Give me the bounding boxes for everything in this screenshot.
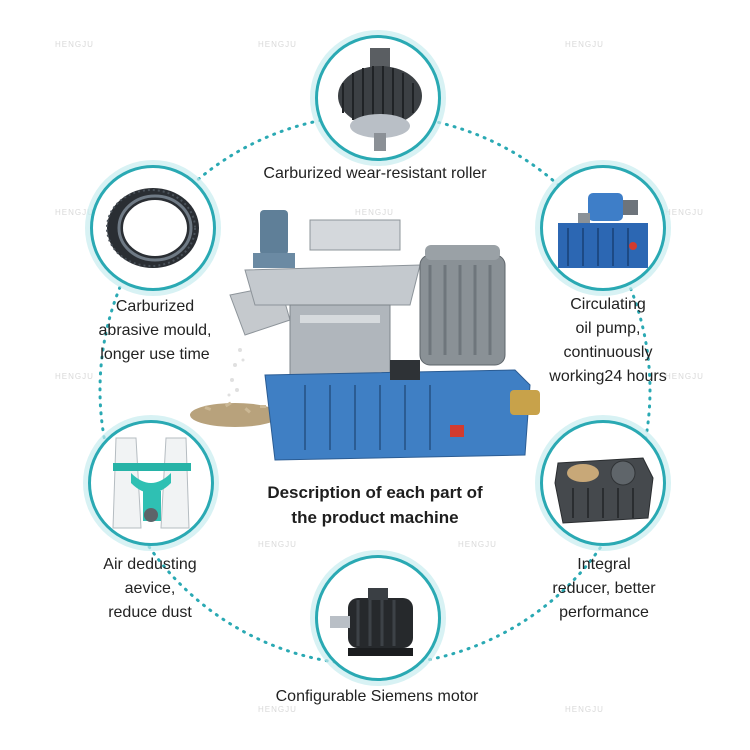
dedusting-label: Air dedusting aevice, reduce dust xyxy=(103,553,196,625)
dedusting-label-line3: reduce dust xyxy=(108,604,192,621)
oil-pump-label-line4: working24 hours xyxy=(549,368,667,385)
pellet-machine-image xyxy=(190,210,540,461)
watermark: HENGJU xyxy=(565,705,604,714)
mould-label-line3: longer use time xyxy=(100,346,210,363)
center-title-line2: the product machine xyxy=(291,508,459,527)
center-title-line1: Description of each part of xyxy=(267,483,483,502)
watermark: HENGJU xyxy=(565,40,604,49)
motor-image xyxy=(315,555,441,681)
mould-image xyxy=(90,165,216,291)
watermark: HENGJU xyxy=(258,705,297,714)
motor-label: Configurable Siemens motor xyxy=(275,688,479,705)
reducer-label-line2: reducer, better xyxy=(552,580,656,597)
watermark: HENGJU xyxy=(665,208,704,217)
oil-pump-label-line3: continuously xyxy=(563,344,653,361)
dedusting-label-line2: aevice, xyxy=(124,580,176,597)
mould-label-line2: abrasive mould, xyxy=(98,322,212,339)
reducer-image xyxy=(540,420,666,546)
dedusting-label-line1: Air dedusting xyxy=(103,556,197,573)
roller-label: Carburized wear-resistant roller xyxy=(263,165,487,182)
watermark: HENGJU xyxy=(55,40,94,49)
watermark: HENGJU xyxy=(55,372,94,381)
watermark: HENGJU xyxy=(258,40,297,49)
roller-image xyxy=(315,35,441,161)
dedusting-image xyxy=(88,420,214,546)
mould-label-line1: Carburized xyxy=(115,298,195,315)
reducer-label-line1: Integral xyxy=(577,556,631,573)
watermark: HENGJU xyxy=(458,540,497,549)
oil-pump-label-line2: oil pump, xyxy=(575,320,641,337)
watermark: HENGJU xyxy=(55,208,94,217)
watermark: HENGJU xyxy=(665,372,704,381)
oil-pump-label: Circulating oil pump, continuously worki… xyxy=(549,293,666,389)
oil-pump-image xyxy=(540,165,666,291)
mould-label: Carburized abrasive mould, longer use ti… xyxy=(99,295,212,367)
reducer-label-line3: performance xyxy=(559,604,649,621)
watermark: HENGJU xyxy=(258,540,297,549)
oil-pump-label-line1: Circulating xyxy=(570,296,646,313)
reducer-label: Integral reducer, better performance xyxy=(552,553,655,625)
center-title: Description of each part of the product … xyxy=(215,480,535,530)
watermark: HENGJU xyxy=(355,208,394,217)
